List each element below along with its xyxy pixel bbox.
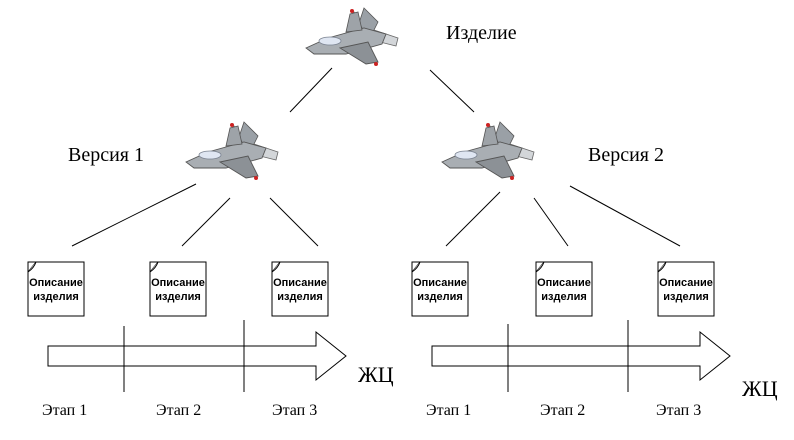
version2-plane-icon — [441, 121, 535, 181]
document-text: Описание изделия — [537, 277, 591, 303]
stage-label-v2-2: Этап 2 — [540, 402, 586, 419]
product-label: Изделие — [446, 22, 517, 44]
version-label-1: Версия 1 — [68, 144, 144, 166]
version1-plane-icon — [185, 121, 279, 181]
version-label-2: Версия 2 — [588, 144, 664, 166]
document-text: Описание изделия — [659, 277, 713, 303]
lifecycle-label-1: ЖЦ — [358, 362, 394, 387]
stage-label-v1-2: Этап 2 — [156, 402, 202, 419]
lifecycle-label-2: ЖЦ — [742, 376, 778, 401]
stage-dividers — [123, 320, 629, 392]
tree-connectors — [71, 67, 681, 247]
stage-label-v1-3: Этап 3 — [272, 402, 318, 419]
stage-label-v2-3: Этап 3 — [656, 402, 702, 419]
document-text: Описание изделия — [273, 277, 327, 303]
lifecycle-arrow-2 — [431, 330, 731, 382]
stage-label-v1-1: Этап 1 — [42, 402, 88, 419]
document-text: Описание изделия — [29, 277, 83, 303]
lifecycle-arrow-1 — [47, 330, 347, 382]
stage-label-v2-1: Этап 1 — [426, 402, 472, 419]
product-plane-icon — [305, 7, 399, 67]
document-text: Описание изделия — [413, 277, 467, 303]
document-text: Описание изделия — [151, 277, 205, 303]
